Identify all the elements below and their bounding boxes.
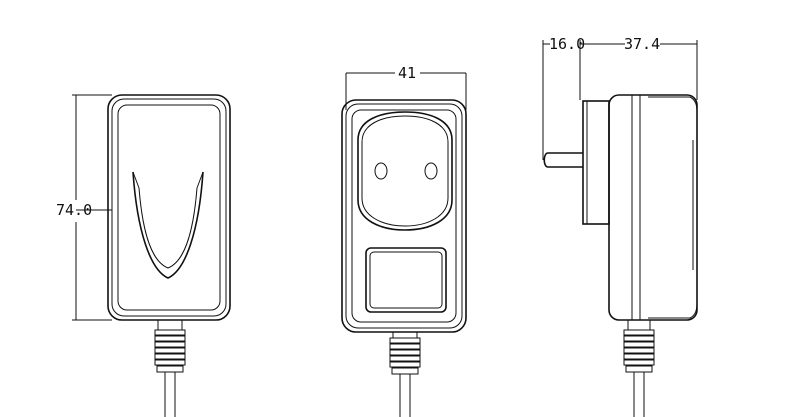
dimension-label-width: 41 (398, 64, 416, 82)
label-recess (365, 247, 447, 313)
strain-relief-center (389, 332, 421, 375)
front-view: 74.0 (56, 94, 231, 417)
strain-relief (154, 320, 186, 373)
v-logo-emblem (132, 171, 204, 279)
plug-housing-outline (341, 99, 467, 333)
housing-outline (107, 94, 231, 321)
dimension-depth: 16.0 37.4 (542, 35, 698, 160)
plug-pin-left (374, 162, 388, 180)
dimension-label-pin-length: 16.0 (549, 35, 585, 53)
strain-relief-side (623, 320, 655, 373)
dimension-label-depth: 37.4 (624, 35, 660, 53)
plug-face-view: 41 (341, 64, 467, 417)
plug-pin-right (424, 162, 438, 180)
plug-pin-side (543, 152, 583, 168)
dimension-height: 74.0 (56, 94, 112, 321)
power-cable (164, 372, 176, 417)
power-cable-side (633, 372, 645, 417)
side-view: 16.0 37.4 (542, 35, 698, 417)
power-cable-center (399, 374, 411, 417)
dimension-label-height: 74.0 (56, 201, 92, 219)
dimension-width: 41 (345, 64, 467, 110)
housing-side-outline (608, 94, 698, 321)
plug-insert (357, 111, 453, 231)
